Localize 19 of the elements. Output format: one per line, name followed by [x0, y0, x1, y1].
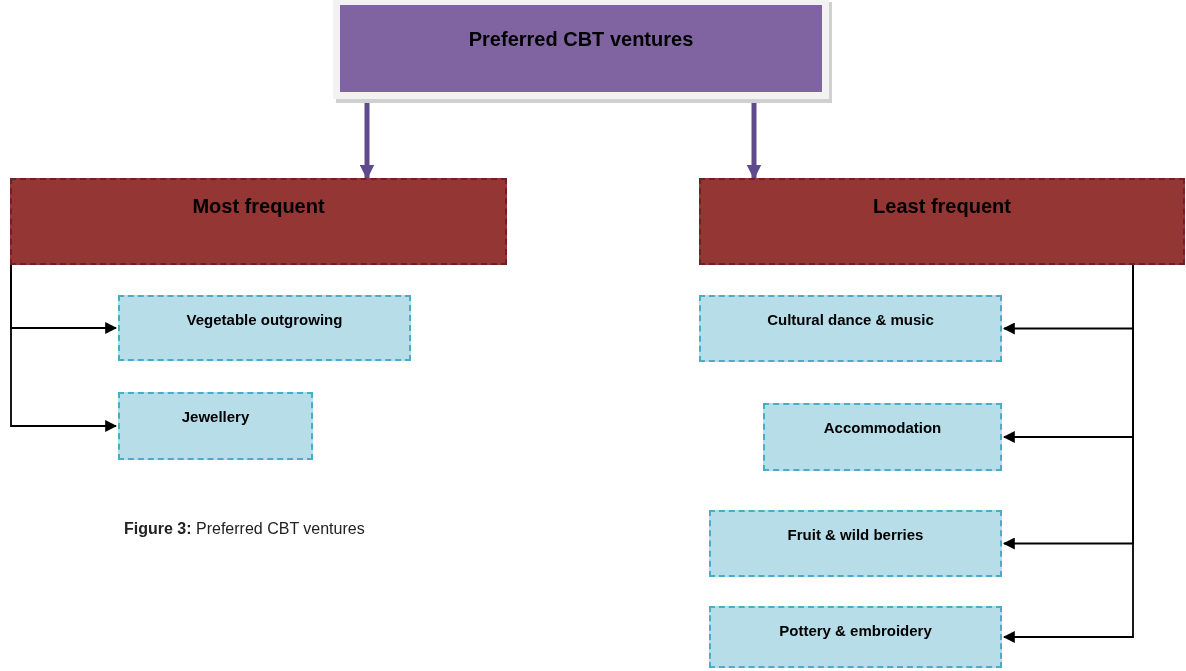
box-label: Vegetable outgrowing — [186, 311, 343, 330]
venture-box — [763, 403, 1002, 471]
category-box — [699, 178, 1185, 265]
box-label: Accommodation — [823, 419, 942, 438]
venture-box — [709, 606, 1002, 668]
box-label: Least frequent — [873, 194, 1011, 219]
figure-caption: Figure 3: Preferred CBT ventures — [124, 519, 365, 539]
venture-box — [709, 510, 1002, 577]
box-label: Jewellery — [181, 408, 250, 427]
box-label: Pottery & embroidery — [779, 622, 932, 641]
box-label: Most frequent — [192, 194, 325, 219]
box-label: Fruit & wild berries — [787, 526, 924, 545]
box-label: Cultural dance & music — [767, 311, 934, 330]
arrow — [10, 264, 118, 432]
venture-box — [699, 295, 1002, 362]
box-label: Preferred CBT ventures — [468, 27, 694, 52]
venture-box — [118, 295, 411, 361]
venture-box — [118, 392, 313, 460]
category-box — [10, 178, 507, 265]
